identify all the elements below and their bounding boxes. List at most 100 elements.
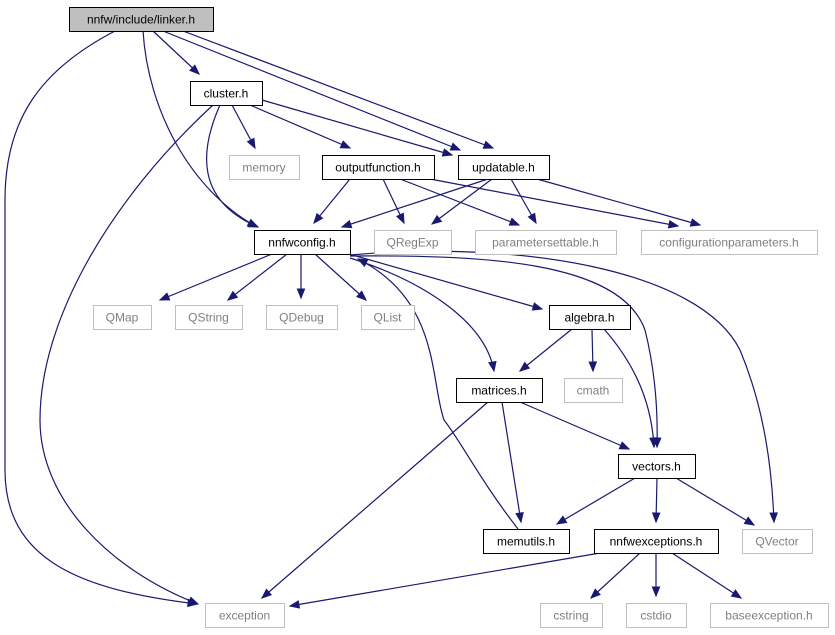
arrowhead	[449, 142, 462, 151]
edge-line	[349, 257, 495, 372]
arrowhead	[189, 64, 200, 75]
arrowhead	[588, 361, 598, 373]
edge-line	[536, 178, 701, 226]
node-label: updatable.h	[472, 161, 535, 175]
arrowhead	[296, 288, 306, 300]
edge-nnfwexc-to-cstring	[590, 552, 641, 599]
node-outputfn[interactable]: outputfunction.h	[322, 155, 435, 180]
edge-line	[399, 178, 520, 226]
edge-line	[142, 30, 258, 228]
node-box	[374, 230, 452, 255]
node-qdebug: QDebug	[266, 305, 338, 330]
node-box	[175, 305, 243, 330]
node-box	[229, 155, 300, 180]
edge-cluster-to-outputfn	[249, 104, 352, 149]
arrowhead	[689, 218, 702, 227]
edge-linker-to-updatable	[182, 30, 495, 149]
node-label: matrices.h	[471, 384, 526, 398]
edge-line	[429, 178, 679, 227]
node-box	[549, 305, 631, 330]
edge-line	[182, 30, 494, 149]
node-algebra[interactable]: algebra.h	[549, 305, 631, 330]
edge-cluster-to-updatable	[261, 99, 454, 157]
arrowhead	[743, 516, 756, 526]
node-box	[618, 454, 696, 479]
node-label: QDebug	[279, 311, 324, 325]
node-label: cmath	[577, 384, 610, 398]
node-qmap: QMap	[93, 305, 152, 330]
edge-line	[357, 258, 519, 530]
edge-line	[314, 253, 367, 301]
edge-line	[501, 401, 522, 523]
node-paramsett: parametersettable.h	[475, 230, 617, 255]
edge-line	[159, 253, 273, 301]
edge-outputfn-to-configpar	[429, 178, 680, 229]
edge-vectors-to-qvector	[675, 477, 756, 526]
arrowhead	[730, 589, 743, 599]
node-box	[594, 529, 719, 554]
arrowhead	[508, 217, 521, 226]
edge-nnfwconfig-to-matrices	[349, 257, 497, 373]
arrowhead	[527, 212, 537, 225]
arrowhead	[247, 219, 260, 228]
edge-line	[349, 250, 775, 523]
node-cstdio: cstdio	[626, 603, 687, 628]
edge-updatable-to-configpar	[536, 178, 702, 227]
edge-line	[556, 477, 636, 525]
edge-outputfn-to-nnfwconfig	[313, 178, 351, 225]
node-box	[564, 378, 623, 403]
edge-nnfwconfig-to-qstring	[226, 253, 288, 301]
edge-matrices-to-exception	[260, 401, 489, 599]
arrowhead	[356, 290, 367, 301]
node-box	[205, 603, 285, 628]
node-qlist: QList	[361, 305, 415, 330]
arrowhead	[187, 596, 200, 605]
edge-line	[519, 328, 573, 372]
node-memutils[interactable]: memutils.h	[483, 529, 570, 554]
arrowhead	[246, 137, 256, 150]
arrowhead	[488, 360, 497, 373]
node-label: nnfwexceptions.h	[610, 535, 703, 549]
node-vectors[interactable]: vectors.h	[618, 454, 696, 479]
arrowhead	[339, 140, 352, 149]
node-box	[456, 378, 543, 403]
edge-cluster-to-nnfwconfig	[205, 104, 260, 228]
node-box	[483, 529, 570, 554]
node-nnfwexc[interactable]: nnfwexceptions.h	[594, 529, 719, 554]
node-updatable[interactable]: updatable.h	[458, 155, 550, 180]
node-label: memutils.h	[497, 535, 555, 549]
node-cluster[interactable]: cluster.h	[190, 81, 263, 106]
node-label: cstdio	[640, 609, 672, 623]
node-nnfwconfig[interactable]: nnfwconfig.h	[254, 230, 351, 255]
node-label: algebra.h	[564, 311, 614, 325]
node-label: vectors.h	[632, 460, 681, 474]
edge-algebra-to-cmath	[588, 328, 598, 373]
edge-line	[671, 552, 742, 599]
node-label: QList	[373, 311, 402, 325]
arrowhead	[590, 588, 601, 599]
node-box	[742, 529, 813, 554]
edge-nnfwconfig-to-algebra	[348, 253, 544, 311]
arrowhead	[769, 512, 778, 524]
node-baseexc: baseexception.h	[710, 603, 829, 628]
arrowhead	[651, 512, 661, 524]
arrowhead	[313, 212, 324, 225]
edge-line	[590, 552, 641, 599]
edge-line	[603, 328, 655, 448]
node-box	[69, 7, 214, 32]
arrowhead	[356, 258, 369, 268]
arrowhead	[340, 219, 353, 229]
edge-line	[162, 30, 461, 151]
node-matrices[interactable]: matrices.h	[456, 378, 543, 403]
node-label: QVector	[755, 535, 798, 549]
edge-nnfwconfig-to-vectors	[349, 255, 662, 449]
edge-updatable-to-qregexp	[430, 178, 493, 225]
edges-layer	[4, 30, 778, 609]
node-label: memory	[242, 161, 285, 175]
node-linker[interactable]: nnfw/include/linker.h	[69, 7, 214, 32]
node-box	[475, 230, 617, 255]
arrowhead	[395, 212, 405, 225]
edge-line	[289, 552, 601, 607]
node-box	[458, 155, 550, 180]
